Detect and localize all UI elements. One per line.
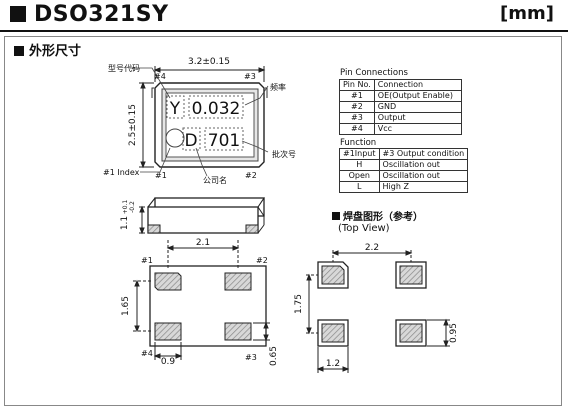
section-title: 外形尺寸 — [29, 44, 82, 59]
bullet-square-icon — [332, 212, 340, 220]
table-cell: GND — [373, 101, 462, 113]
side-thickness-dim: 1.1 — [120, 216, 130, 230]
land-pattern-drawing — [306, 250, 450, 373]
marking-frequency: 0.032 — [192, 99, 241, 119]
table-cell: Vcc — [373, 123, 462, 135]
section-heading: 外形尺寸 — [14, 40, 81, 59]
table-cell: OE(Output Enable) — [373, 90, 462, 102]
land-pitch-y: 1.75 — [294, 294, 304, 314]
side-view-package — [139, 197, 266, 235]
table-cell: #1 — [339, 90, 375, 102]
bottom-pin2-label: #2 — [256, 256, 268, 265]
table-cell: #3 — [339, 112, 375, 124]
marking-lot: 701 — [208, 131, 240, 151]
table-cell: L — [339, 181, 380, 193]
table-cell: #2 — [339, 101, 375, 113]
top-pin1-label: #1 — [155, 171, 167, 180]
unit-label: [mm] — [500, 3, 554, 24]
top-pin2-label: #2 — [245, 171, 257, 180]
bottom-pad-w: 0.9 — [161, 357, 176, 367]
marking-d: D — [184, 131, 197, 151]
land-pattern-title: 焊盘图形（参考） — [343, 212, 423, 223]
top-view-package — [151, 82, 268, 168]
table-cell: Oscillation out — [378, 159, 469, 171]
bottom-view-package — [133, 240, 270, 360]
table-header: #3 Output condition — [378, 148, 469, 160]
bottom-pin4-label: #4 — [141, 349, 153, 358]
header: DSO321SY [mm] — [0, 0, 568, 30]
bottom-pin3-label: #3 — [245, 353, 257, 362]
callout-lot-number: 批次号 — [272, 149, 296, 159]
land-pitch-x: 2.2 — [365, 243, 379, 253]
drawing-frame — [4, 36, 562, 406]
callout-index: #1 Index — [103, 168, 140, 177]
marking-y: Y — [169, 99, 181, 119]
header-divider — [0, 30, 568, 32]
page-title: DSO321SY — [34, 2, 169, 27]
function-caption: Function — [340, 138, 377, 148]
table-row: #1Input #3 Output condition — [339, 148, 469, 160]
land-pattern-subtitle: (Top View) — [338, 223, 390, 234]
bottom-pin1-label: #1 — [141, 256, 153, 265]
bullet-square-icon — [14, 46, 24, 56]
header-square-icon — [10, 6, 26, 22]
bottom-pitch-y: 1.65 — [121, 296, 131, 316]
top-pin3-label: #3 — [244, 72, 256, 81]
top-view-dimensions — [139, 66, 266, 169]
land-pattern-heading: 焊盘图形（参考） — [332, 208, 423, 223]
land-pad-h: 0.95 — [449, 323, 459, 343]
callout-leaders — [130, 67, 269, 177]
table-row: Pin No. Connection — [339, 79, 462, 91]
top-pin4-label: #4 — [154, 72, 166, 81]
table-cell: High Z — [378, 181, 469, 193]
table-cell: Oscillation out — [378, 170, 469, 182]
table-cell: Output — [373, 112, 462, 124]
callout-frequency: 频率 — [270, 82, 286, 92]
table-header: Connection — [373, 79, 462, 91]
callout-model-code: 型号代码 — [108, 63, 140, 73]
pin-connections-caption: Pin Connections — [340, 68, 408, 78]
bottom-pitch-x: 2.1 — [196, 238, 210, 248]
land-pad-w: 1.2 — [326, 359, 340, 369]
top-height-dim: 2.5±0.15 — [128, 104, 138, 146]
top-width-dim: 3.2±0.15 — [188, 57, 230, 67]
bottom-pad-h: 0.65 — [269, 346, 279, 366]
table-cell: #4 — [339, 123, 375, 135]
side-tol-plus: +0.1 — [122, 200, 129, 215]
table-header: Pin No. — [339, 79, 375, 91]
table-cell: H — [339, 159, 380, 171]
side-tol-minus: -0.2 — [129, 201, 136, 213]
table-header: #1Input — [339, 148, 380, 160]
table-cell: Open — [339, 170, 380, 182]
callout-company: 公司名 — [203, 175, 227, 185]
